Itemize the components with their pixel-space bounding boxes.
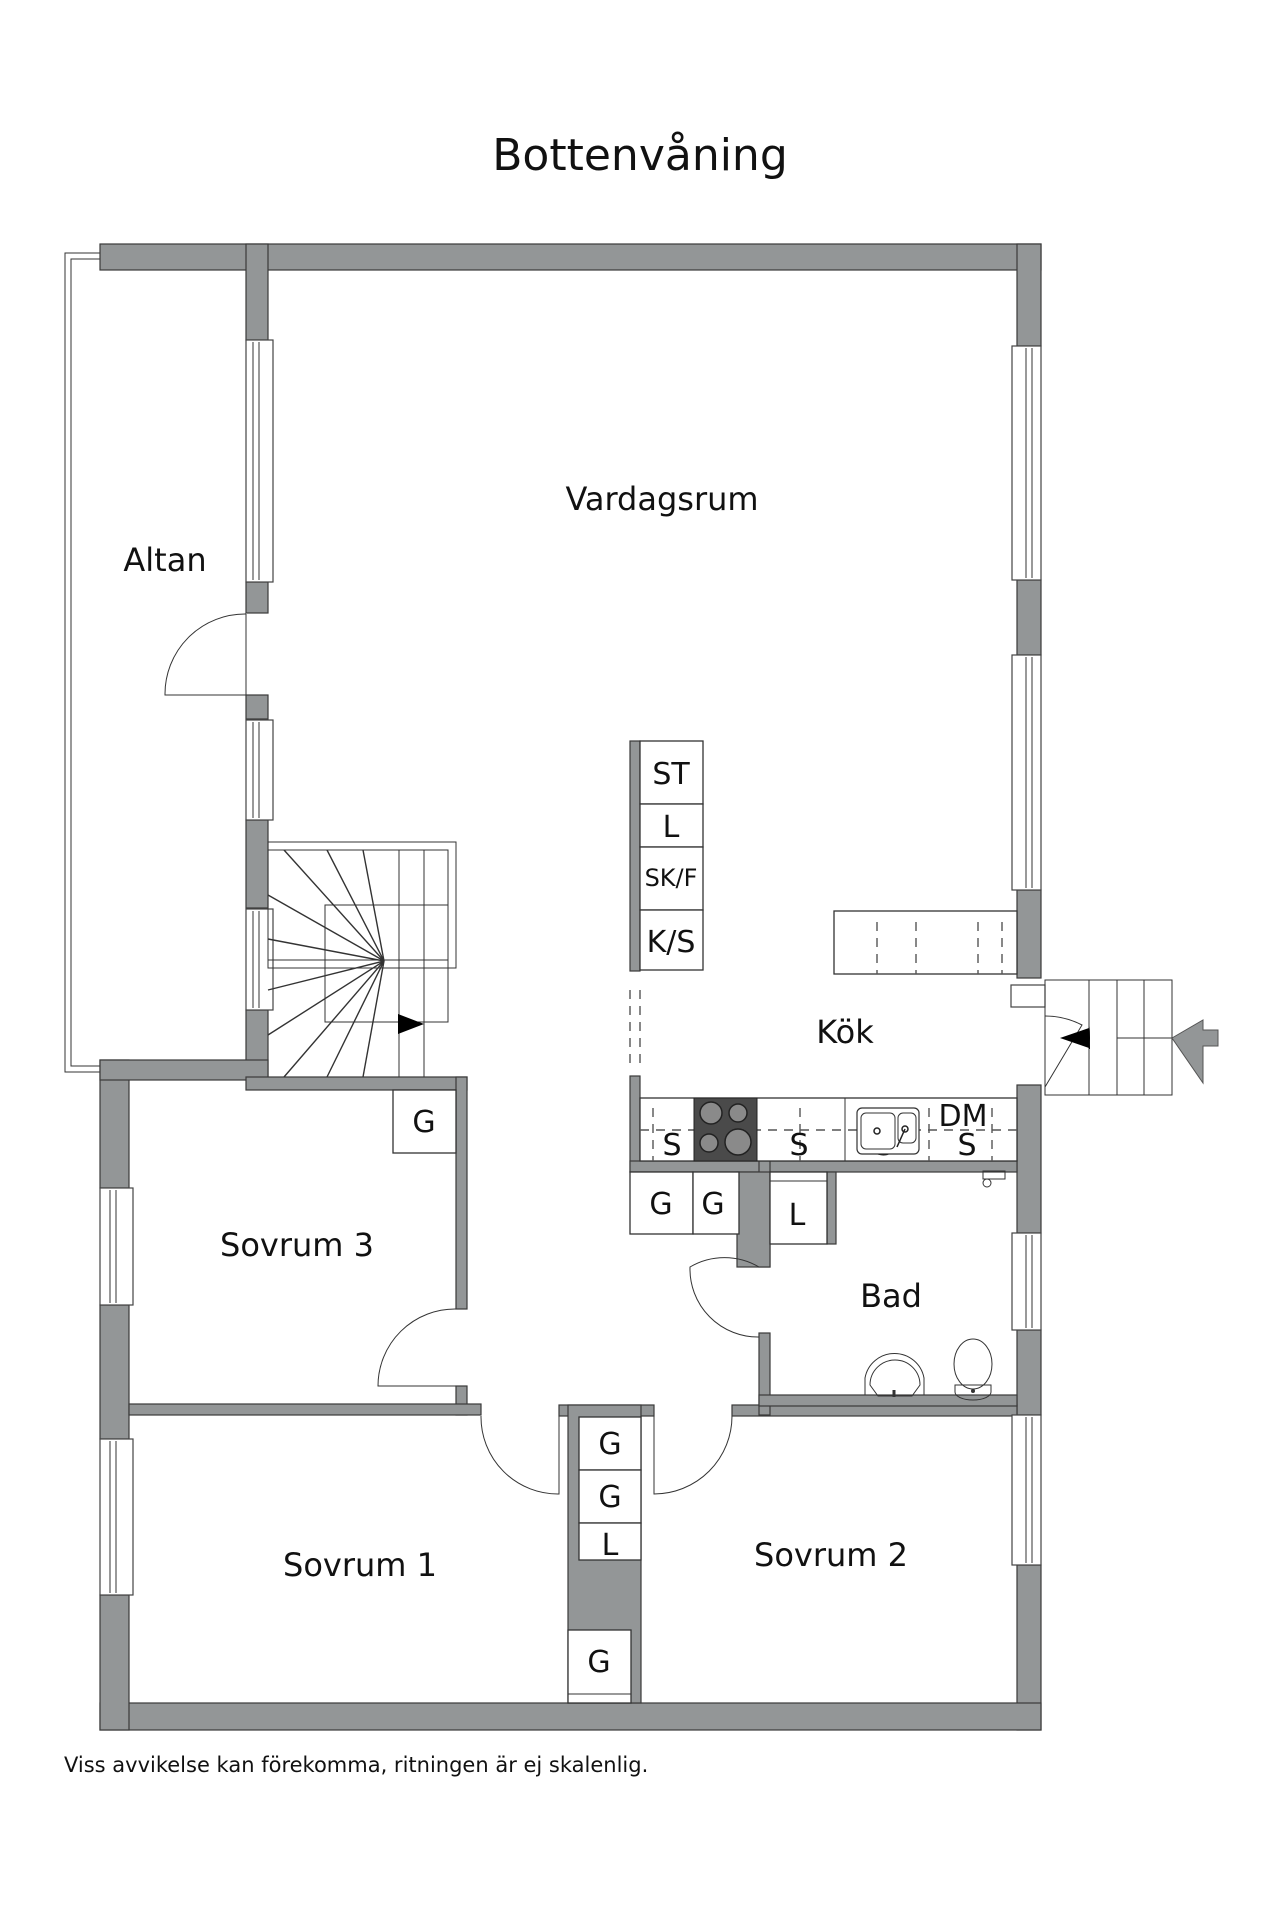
cabinet-l: L	[663, 810, 680, 845]
walls	[99, 243, 1042, 1731]
kitchen-lower-storage: G G L	[629, 1171, 828, 1245]
sink-icon	[856, 1107, 920, 1155]
hall-cabinet-l: L	[602, 1528, 619, 1563]
room-label-altan: Altan	[123, 541, 206, 579]
cabinet-k-s: K/S	[647, 925, 696, 960]
counter-unit-s-4: S	[957, 1128, 976, 1163]
kitchen-tall-units: ST L SK/F K/S	[639, 740, 704, 971]
washbasin-icon	[864, 1353, 925, 1397]
bathroom-fixtures	[864, 1170, 1006, 1401]
sovrum3-closet: G	[392, 1089, 457, 1154]
kitchen-opening	[629, 990, 641, 1070]
interior-staircase	[267, 841, 457, 1078]
counter-unit-s-2: S	[789, 1128, 808, 1163]
hall-cabinet-g-2: G	[598, 1480, 621, 1515]
counter-unit-s-1: S	[662, 1128, 681, 1163]
cabinet-g-1: G	[649, 1187, 672, 1222]
hall-cabinet-g-bottom: G	[587, 1645, 610, 1680]
room-label-vardagsrum: Vardagsrum	[565, 480, 758, 518]
entrance-arrow-icon	[1171, 1019, 1219, 1085]
closet-g-sovrum3: G	[412, 1105, 435, 1140]
hall-cabinet-g-1: G	[598, 1427, 621, 1462]
entrance-steps	[1044, 979, 1173, 1096]
altan-railing	[64, 252, 100, 1073]
kitchen-counter: S S S S DM	[639, 1097, 1018, 1163]
cabinet-g-2: G	[701, 1187, 724, 1222]
cabinet-st: ST	[652, 757, 690, 792]
room-label-kok: Kök	[816, 1013, 874, 1051]
toilet-icon	[953, 1338, 993, 1401]
cabinet-sk-f: SK/F	[645, 864, 698, 892]
doors	[164, 613, 1083, 1495]
dishwasher-label: DM	[939, 1099, 988, 1134]
stair-direction-arrow-icon	[398, 1014, 424, 1034]
hall-storage: G G L G	[567, 1416, 642, 1704]
shower-mixer-icon	[982, 1170, 1006, 1188]
plan-title: Bottenvåning	[492, 130, 788, 181]
disclaimer-note: Viss avvikelse kan förekomma, ritningen …	[64, 1753, 648, 1777]
room-label-sovrum3: Sovrum 3	[220, 1226, 374, 1264]
entry-direction-arrow-icon	[1060, 1028, 1089, 1048]
room-label-sovrum1: Sovrum 1	[283, 1546, 437, 1584]
room-label-bad: Bad	[860, 1277, 922, 1315]
room-label-sovrum2: Sovrum 2	[754, 1536, 908, 1574]
stove-icon	[693, 1097, 758, 1162]
bath-linen-cabinet: L	[789, 1198, 806, 1233]
kitchen-bench	[833, 910, 1018, 975]
